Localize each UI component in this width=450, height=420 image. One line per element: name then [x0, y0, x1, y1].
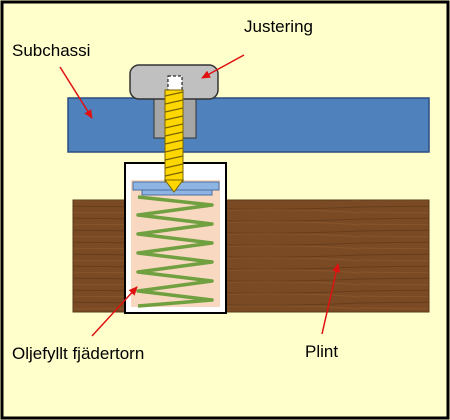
knob-socket — [167, 75, 183, 91]
label-justering: Justering — [244, 17, 313, 36]
screw-tip — [164, 179, 184, 193]
red-arrow-icon — [59, 66, 93, 119]
label-spring-tower: Oljefyllt fjädertorn — [12, 344, 145, 363]
red-arrow-icon — [91, 286, 138, 337]
spring-plate-lower — [141, 189, 213, 196]
screw-threads — [164, 91, 184, 177]
red-arrow-icon — [201, 54, 245, 79]
spring-coil — [136, 195, 214, 308]
label-subchassi: Subchassi — [12, 41, 91, 60]
red-arrow-icon — [321, 263, 341, 335]
label-plint: Plint — [305, 342, 339, 361]
subchassis-bar — [67, 97, 430, 153]
